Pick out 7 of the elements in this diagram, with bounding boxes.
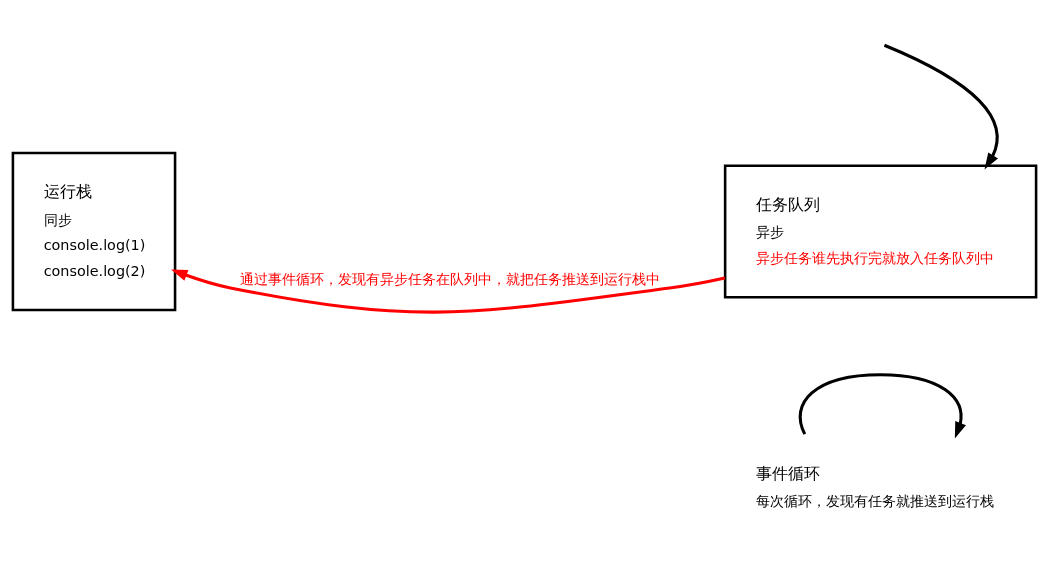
edge-label: 通过事件循环，发现有异步任务在队列中，就把任务推送到运行栈中 [240, 271, 661, 288]
node-text: 事件循环 每次循环，发现有任务就推送到运行栈 [756, 463, 995, 509]
node-box: 运行栈 同步 console.log(1) console.log(2) [11, 151, 177, 312]
node-box: 任务队列 异步 异步任务谁先执行完就放入任务队列中 [723, 164, 1038, 299]
arrow [883, 43, 999, 170]
arrow [798, 373, 967, 439]
arrow [171, 269, 726, 314]
